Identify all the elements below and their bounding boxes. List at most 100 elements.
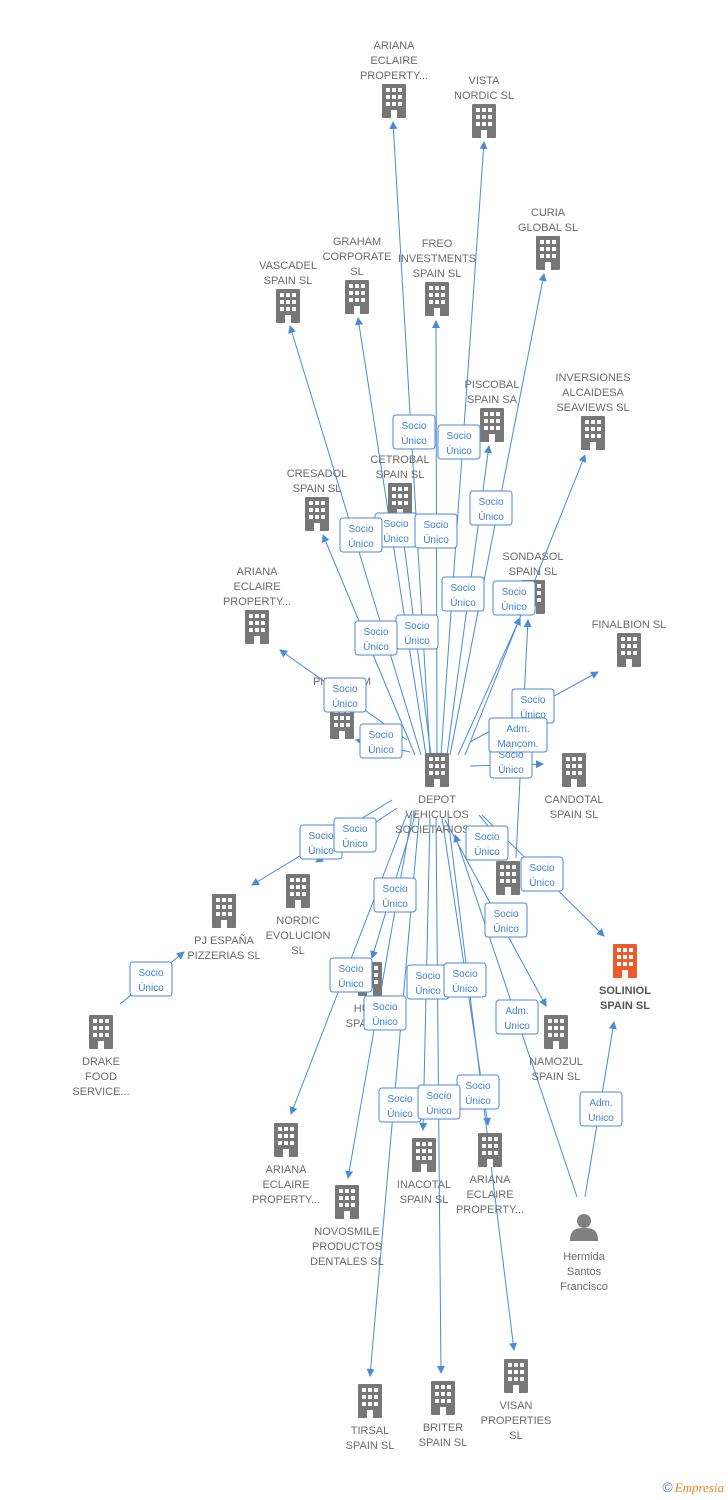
- node-label: PROPERTY...: [456, 1204, 524, 1216]
- node-label: INVERSIONES: [555, 372, 630, 384]
- building-icon: [305, 497, 329, 531]
- edge-label-hermida-depot[interactable]: Adm.Unico: [495, 999, 539, 1035]
- node-depot[interactable]: DEPOTVEHICULOSSOCIETARIOS...: [395, 753, 479, 836]
- edge-label-line: Socio: [387, 1094, 412, 1105]
- edge-label-line: Único: [401, 434, 427, 447]
- edge-label-line: Socio: [363, 627, 388, 638]
- node-drake[interactable]: DRAKEFOODSERVICE...: [72, 1015, 130, 1098]
- edge-label-line: Socio: [520, 695, 545, 706]
- building-icon: [480, 408, 504, 442]
- node-label: CRESADOL: [287, 468, 348, 480]
- node-label: SL: [509, 1430, 522, 1442]
- node-label: NOVOSMILE: [314, 1226, 379, 1238]
- node-ariana1[interactable]: ARIANAECLAIREPROPERTY...: [360, 40, 428, 118]
- node-label: CURIA: [531, 207, 566, 219]
- edge-label-line: Único: [387, 1107, 413, 1120]
- edge-label-line: Único: [493, 922, 519, 935]
- node-label: SPAIN SL: [413, 268, 462, 280]
- edge-label-line: Socio: [372, 1002, 397, 1013]
- node-label: SPAIN SL: [532, 1071, 581, 1083]
- building-icon: [382, 84, 406, 118]
- building-icon: [358, 1384, 382, 1418]
- node-label: DEPOT: [418, 794, 456, 806]
- building-icon: [562, 753, 586, 787]
- edge-label-line: Socio: [423, 520, 448, 531]
- node-label: PISCOBAL: [464, 379, 519, 391]
- node-cresadol[interactable]: CRESADOL SPAIN SL: [287, 468, 348, 531]
- building-icon: [504, 1359, 528, 1393]
- node-soliniol[interactable]: SOLINIOL SPAIN SL: [599, 944, 651, 1012]
- node-label: ECLAIRE: [233, 581, 280, 593]
- edge-label-line: Socio: [404, 621, 429, 632]
- node-label: DENTALES SL: [310, 1256, 384, 1268]
- node-label: ECLAIRE: [370, 55, 417, 67]
- footer-brand[interactable]: ©Empresia: [662, 1479, 724, 1496]
- node-label: VISAN: [499, 1400, 532, 1412]
- building-icon: [276, 289, 300, 323]
- building-icon: [335, 1185, 359, 1219]
- edge-label-line: Socio: [332, 684, 357, 695]
- node-label: SPAIN SL: [293, 483, 342, 495]
- node-ariana3[interactable]: ARIANAECLAIREPROPERTY...: [252, 1123, 320, 1206]
- node-label: ECLAIRE: [466, 1189, 513, 1201]
- node-label: SPAIN SL: [419, 1437, 468, 1449]
- node-label: PROPERTY...: [223, 596, 291, 608]
- node-label: SPAIN SL: [600, 1000, 650, 1012]
- node-label: ARIANA: [237, 566, 279, 578]
- node-label: SOLINIOL: [599, 985, 651, 997]
- edge-label-line: Adm.: [505, 1006, 528, 1017]
- node-label: PROPERTY...: [360, 70, 428, 82]
- node-ariana2[interactable]: ARIANA ECLAIRE PROPERTY...: [223, 566, 291, 644]
- edge-label-tol-sondasol[interactable]: Adm.Mancom.: [488, 717, 548, 753]
- edge-label-hermida-soliniol[interactable]: Adm.Unico: [579, 1091, 623, 1127]
- node-label: INVESTMENTS: [398, 253, 476, 265]
- node-finalbion[interactable]: FINALBION SL: [592, 619, 667, 667]
- node-ariana4[interactable]: ARIANAECLAIREPROPERTY...: [456, 1133, 524, 1216]
- node-label: Francisco: [560, 1281, 608, 1293]
